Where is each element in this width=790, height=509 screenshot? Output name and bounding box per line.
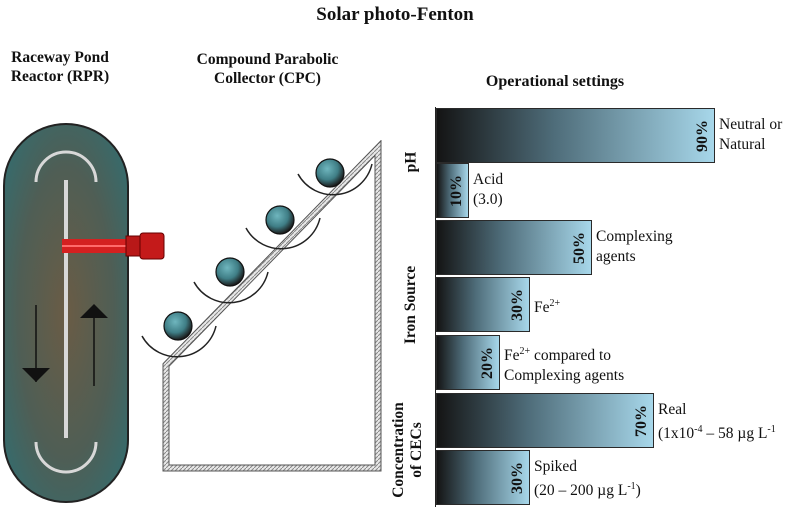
bar-value-text: 70% bbox=[633, 404, 650, 437]
absorber-tube-2 bbox=[215, 257, 245, 287]
bar-0: 90% bbox=[436, 108, 715, 163]
absorber-tube-1 bbox=[163, 311, 193, 341]
chart-title: Operational settings bbox=[485, 73, 625, 90]
rpr-heading: Raceway Pond Reactor (RPR) bbox=[10, 49, 110, 85]
bar-value-label: 70% bbox=[632, 396, 652, 446]
bar-value-text: 20% bbox=[479, 346, 496, 379]
pond-bottom-curve bbox=[34, 441, 98, 474]
category-axis bbox=[435, 107, 436, 507]
bar-2: 50% bbox=[436, 220, 592, 275]
bar-value-label: 10% bbox=[447, 166, 467, 216]
lamp-housing-icon bbox=[139, 232, 165, 260]
cpc-illustration bbox=[141, 140, 382, 472]
reflector-2 bbox=[193, 271, 269, 304]
bar-value-text: 90% bbox=[694, 119, 711, 152]
group-label-concentration: Concentration of CECs bbox=[386, 392, 430, 507]
bar-3: 30% bbox=[436, 277, 530, 332]
bar-value-label: 50% bbox=[570, 223, 590, 273]
bar-value-text: 30% bbox=[509, 288, 526, 321]
bar-5: 70% bbox=[436, 393, 654, 448]
group-label-concentration-text: Concentration of CECs bbox=[390, 401, 426, 498]
bar-value-text: 30% bbox=[509, 461, 526, 494]
bar-1: 10% bbox=[436, 163, 469, 218]
bar-category-label: Acid(3.0) bbox=[473, 170, 504, 208]
bar-category-label: Real(1x10-4 – 58 µg L-1 bbox=[658, 400, 776, 442]
bar-value-label: 20% bbox=[478, 338, 498, 388]
absorber-tube-4 bbox=[315, 158, 345, 188]
flow-down-arrow-icon bbox=[22, 368, 50, 382]
pond-top-curve bbox=[34, 150, 98, 183]
absorber-tube-3 bbox=[265, 205, 295, 235]
bar-category-label: Spiked(20 – 200 µg L-1) bbox=[534, 457, 641, 499]
bar-6: 30% bbox=[436, 450, 530, 505]
bar-category-label: Fe2+ bbox=[534, 297, 561, 316]
bar-value-text: 10% bbox=[448, 174, 465, 207]
reflector-3 bbox=[245, 217, 321, 250]
cpc-frame bbox=[162, 140, 382, 472]
bar-value-label: 30% bbox=[508, 453, 528, 503]
group-label-iron-source-text: Iron Source bbox=[402, 265, 420, 344]
figure-title: Solar photo-Fenton bbox=[316, 4, 474, 25]
cpc-heading: Compound Parabolic Collector (CPC) bbox=[196, 51, 339, 87]
bar-value-label: 30% bbox=[508, 280, 528, 330]
flow-up-arrow-icon bbox=[80, 304, 108, 318]
reflector-1 bbox=[141, 325, 217, 358]
group-label-ph-text: pH bbox=[402, 151, 419, 173]
bar-value-text: 50% bbox=[571, 231, 588, 264]
group-label-ph: pH bbox=[395, 107, 427, 217]
raceway-pond-illustration bbox=[3, 123, 165, 503]
bar-value-label: 90% bbox=[693, 111, 713, 161]
reflector-4 bbox=[297, 163, 373, 196]
group-label-iron-source: Iron Source bbox=[395, 217, 427, 392]
bar-4: 20% bbox=[436, 335, 500, 390]
